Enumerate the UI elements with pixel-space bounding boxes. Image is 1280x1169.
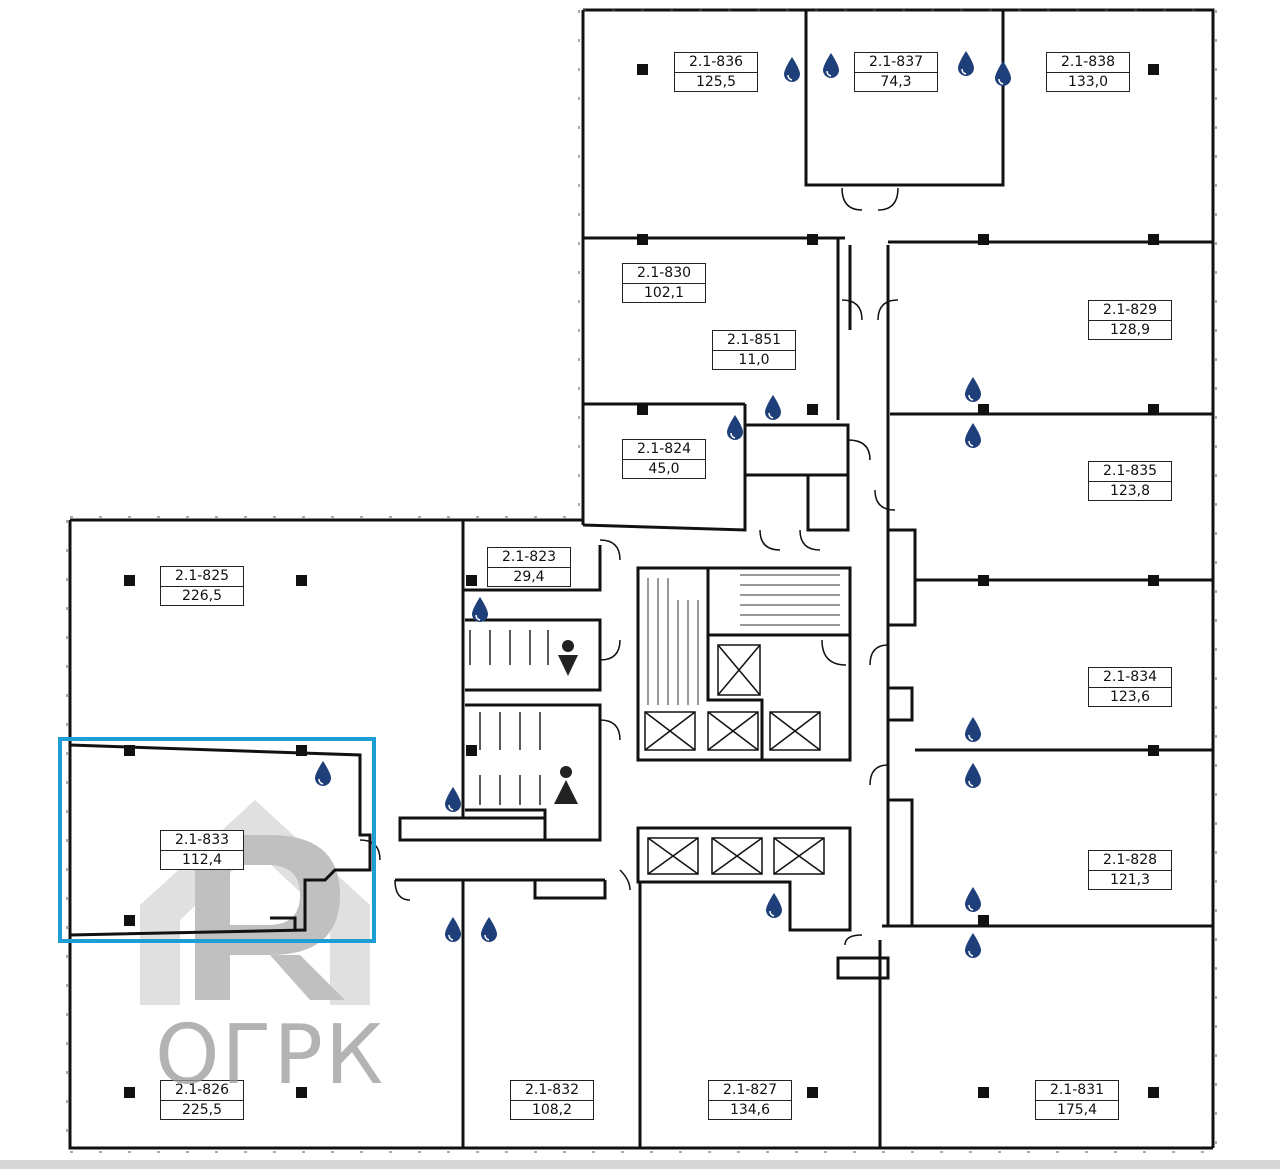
- curtain-wall: [66, 9, 1217, 1153]
- pillar-icon: [296, 575, 307, 586]
- water-drop-icon: [962, 762, 984, 790]
- pillar-icon: [1148, 234, 1159, 245]
- female-wc-icon: [554, 766, 578, 804]
- pillar-icon: [124, 745, 135, 756]
- water-drop-icon: [442, 786, 464, 814]
- water-drop-icon: [781, 56, 803, 84]
- pillar-icon: [807, 1087, 818, 1098]
- pillar-icon: [1148, 404, 1159, 415]
- stairs-icon: [647, 574, 840, 705]
- pillar-icon: [296, 1087, 307, 1098]
- pillar-icon: [807, 404, 818, 415]
- elevator-icon: [644, 711, 696, 751]
- pillar-icon: [124, 1087, 135, 1098]
- water-drop-icon: [763, 892, 785, 920]
- pillar-icon: [637, 64, 648, 75]
- bottom-bar: [0, 1160, 1280, 1169]
- water-drop-icon: [955, 50, 977, 78]
- water-drop-icon: [962, 422, 984, 450]
- walls: [68, 8, 1215, 1150]
- pillar-icon: [124, 915, 135, 926]
- elevator-icon: [711, 837, 763, 875]
- pillar-icon: [124, 575, 135, 586]
- pillar-icon: [1148, 745, 1159, 756]
- pillar-icon: [807, 234, 818, 245]
- wc-icons: [554, 640, 578, 804]
- pillar-icon: [466, 745, 477, 756]
- ogrk-logo-icon: [140, 800, 370, 1005]
- pillar-icon: [978, 234, 989, 245]
- male-wc-icon: [558, 640, 578, 676]
- pillar-icon: [637, 404, 648, 415]
- water-drop-icon: [992, 60, 1014, 88]
- water-drop-icon: [962, 716, 984, 744]
- pillar-icon: [1148, 575, 1159, 586]
- water-drop-icon: [724, 414, 746, 442]
- pillar-icon: [466, 575, 477, 586]
- water-drop-icon: [962, 886, 984, 914]
- pillar-icon: [978, 1087, 989, 1098]
- water-drop-icon: [962, 932, 984, 960]
- pillar-icon: [1148, 64, 1159, 75]
- water-drop-icon: [469, 596, 491, 624]
- elevator-icon: [717, 644, 761, 696]
- pillar-icon: [1148, 1087, 1159, 1098]
- elevator-icon: [769, 711, 821, 751]
- water-drop-icon: [442, 916, 464, 944]
- pillar-icon: [978, 915, 989, 926]
- elevators: [644, 644, 825, 875]
- stalls: [469, 630, 549, 805]
- water-drop-icon: [820, 52, 842, 80]
- pillar-icon: [637, 234, 648, 245]
- pillar-icon: [978, 404, 989, 415]
- water-drop-icon: [762, 394, 784, 422]
- elevator-icon: [647, 837, 699, 875]
- water-drop-icon: [962, 376, 984, 404]
- elevator-icon: [773, 837, 825, 875]
- elevator-icon: [707, 711, 759, 751]
- selected-room-highlight[interactable]: [58, 737, 376, 943]
- watermark-text: ОГРК: [155, 1008, 386, 1103]
- water-drop-icon: [478, 916, 500, 944]
- pillar-icon: [296, 745, 307, 756]
- pillar-icon: [978, 575, 989, 586]
- doors: [359, 187, 899, 946]
